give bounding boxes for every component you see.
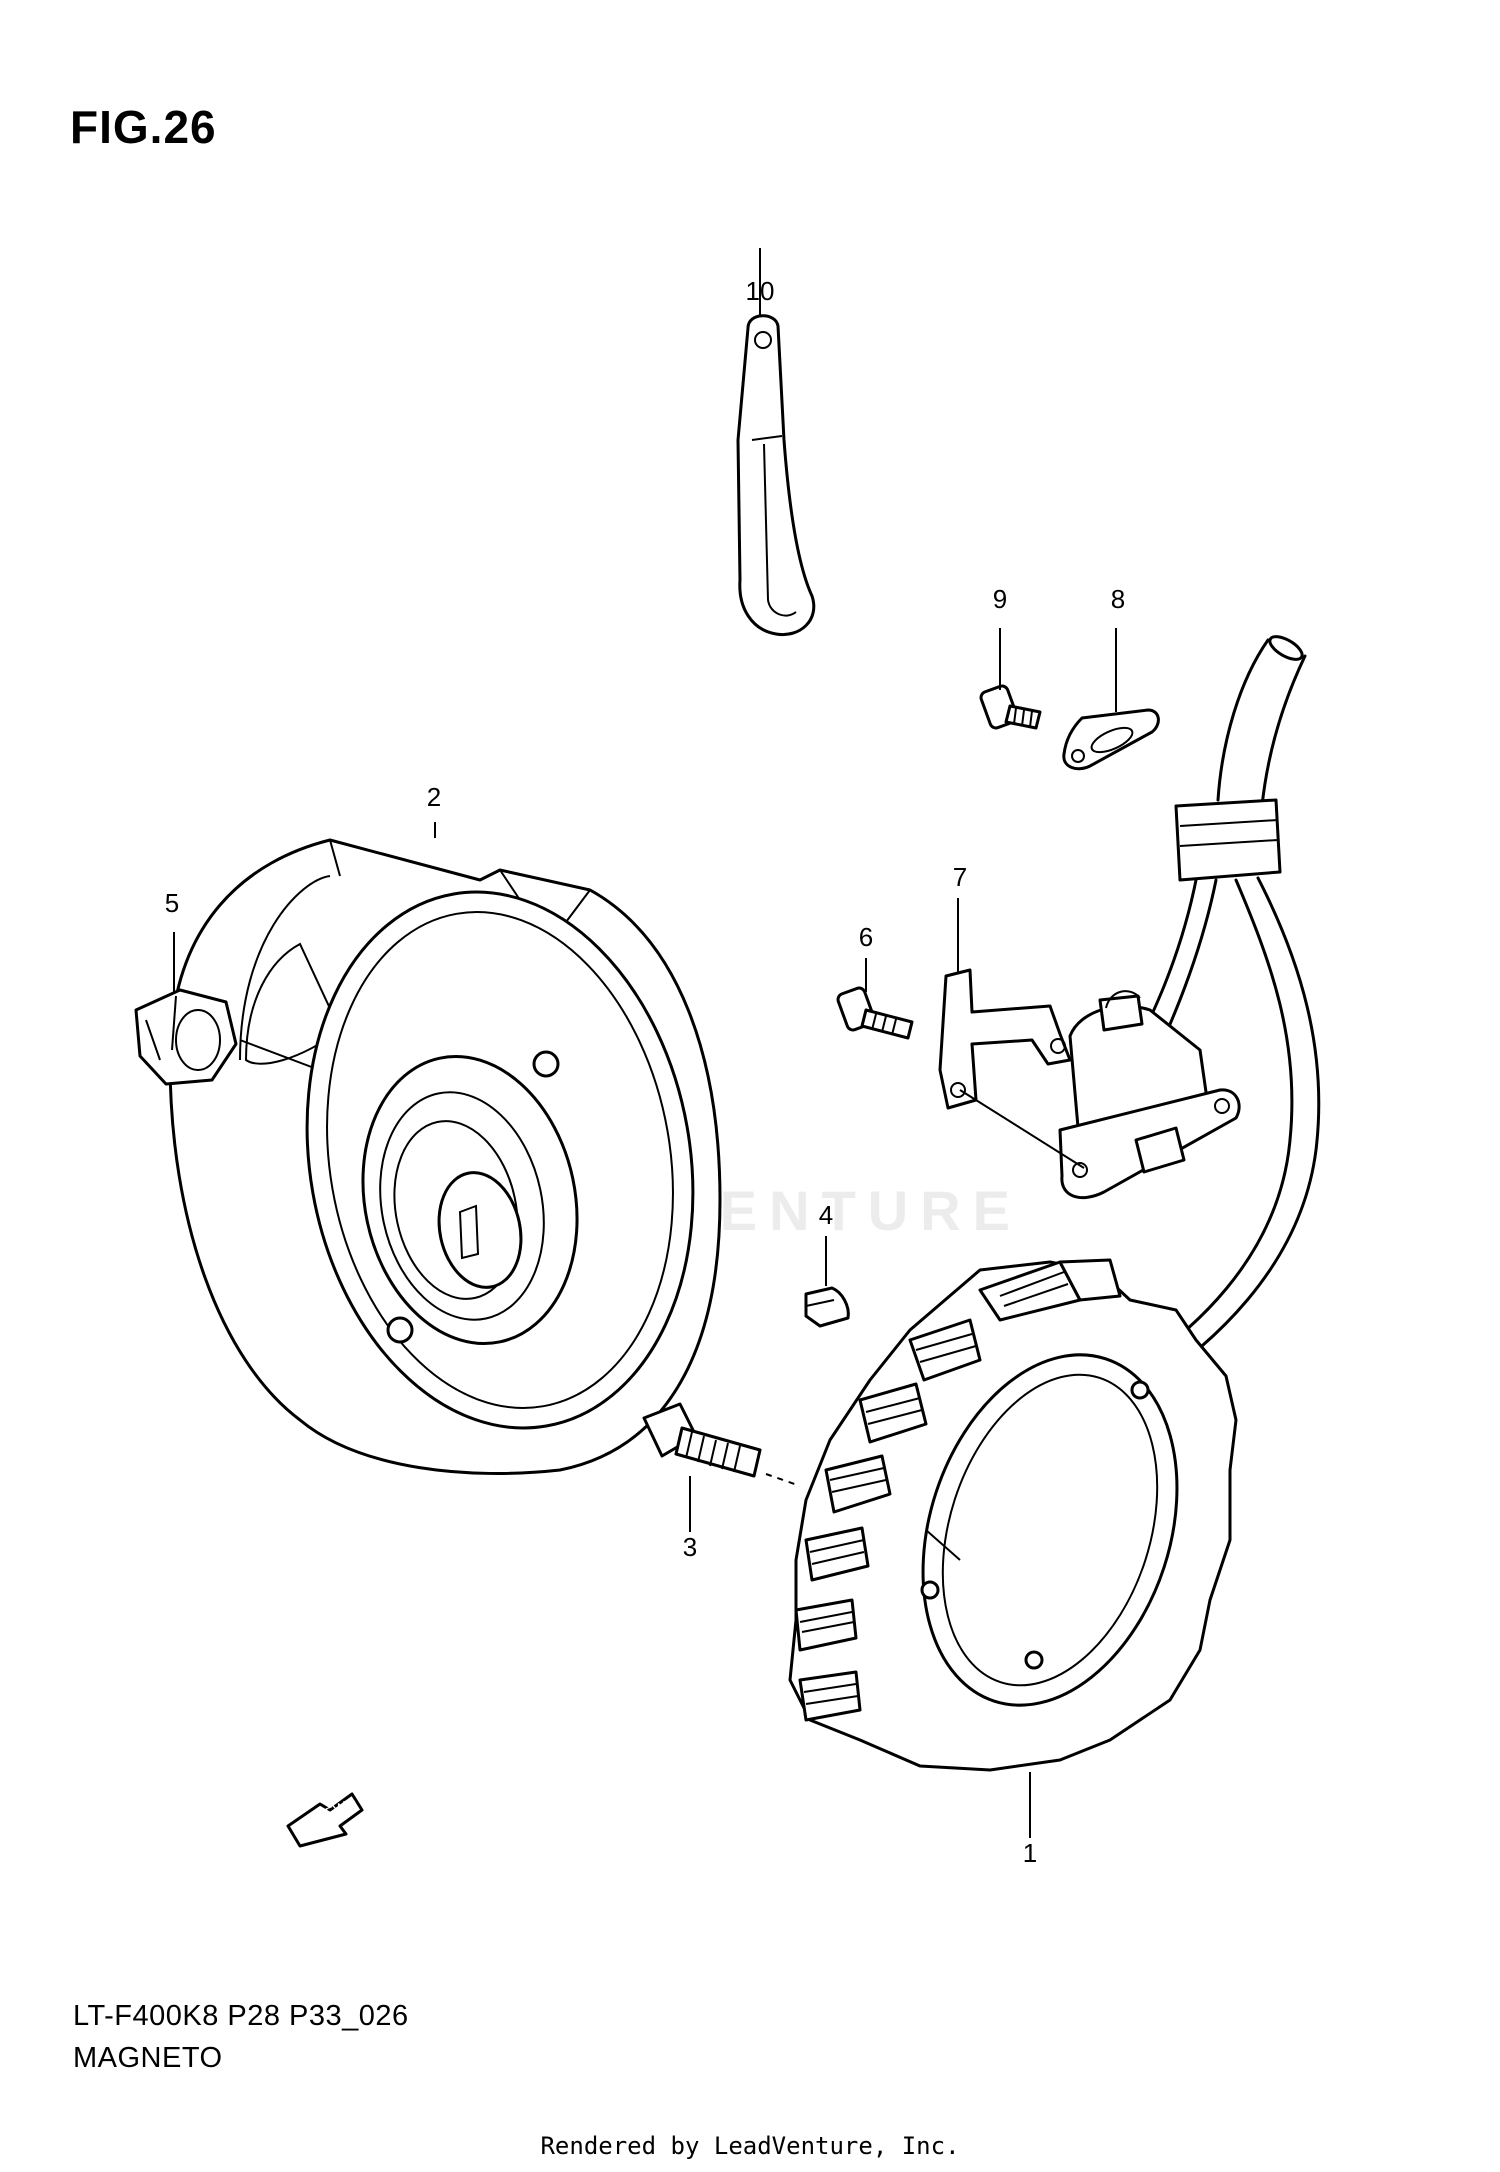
section-name: MAGNETO <box>73 2042 223 2074</box>
part-1-stator[interactable] <box>788 1258 1238 1772</box>
figure-title: FIG.26 <box>70 101 217 153</box>
callout-6[interactable]: 6 <box>859 922 873 952</box>
callout-8[interactable]: 8 <box>1111 584 1125 614</box>
callout-7[interactable]: 7 <box>953 862 967 892</box>
part-10-clamp[interactable] <box>736 314 816 637</box>
leader-lines <box>173 248 1117 1838</box>
part-4-key[interactable] <box>804 1286 850 1328</box>
model-code: LT-F400K8 P28 P33_026 <box>73 2000 409 2032</box>
callout-9[interactable]: 9 <box>993 584 1007 614</box>
rendered-by-credit: Rendered by LeadVenture, Inc. <box>540 2132 960 2160</box>
part-9-bolt[interactable] <box>979 684 1042 730</box>
callout-10[interactable]: 10 <box>746 276 775 306</box>
callout-4[interactable]: 4 <box>819 1200 833 1230</box>
fwd-arrow-icon <box>286 1792 364 1848</box>
callout-2[interactable]: 2 <box>427 782 441 812</box>
part-5-nut[interactable] <box>134 988 238 1086</box>
callout-1[interactable]: 1 <box>1023 1838 1037 1868</box>
part-3-bolt[interactable] <box>642 1402 801 1487</box>
callout-5[interactable]: 5 <box>165 888 179 918</box>
part-7-pickup-bracket[interactable] <box>938 968 1072 1110</box>
callout-3[interactable]: 3 <box>683 1532 697 1562</box>
pickup-coil[interactable] <box>1058 990 1241 1200</box>
part-8-clamp-plate[interactable] <box>1062 708 1160 771</box>
part-2-flywheel-rotor[interactable] <box>168 838 734 1475</box>
part-6-bolt[interactable] <box>836 986 1085 1169</box>
